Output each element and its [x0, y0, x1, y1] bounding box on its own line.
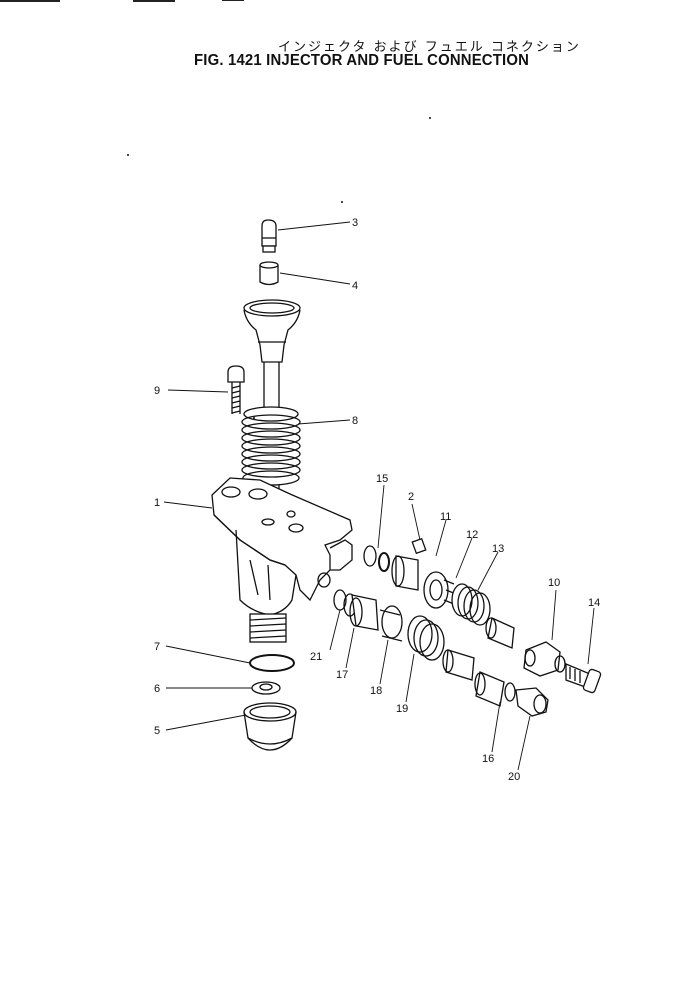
callout-17: 17 — [336, 669, 348, 681]
callout-19: 19 — [396, 703, 408, 715]
callout-18: 18 — [370, 685, 382, 697]
part-4-sleeve — [259, 261, 279, 286]
callout-13: 13 — [492, 543, 504, 555]
lower-fuel-connection-parts — [333, 589, 549, 717]
part-9-bolt — [227, 365, 245, 414]
figure-title: FIG. 1421 INJECTOR AND FUEL CONNECTION — [194, 52, 530, 69]
part-1-injector-body — [211, 477, 353, 643]
callout-9: 9 — [154, 385, 160, 397]
callout-7: 7 — [154, 641, 160, 653]
callout-20: 20 — [508, 771, 520, 783]
callout-11: 11 — [440, 511, 451, 523]
top-border-line — [222, 0, 244, 1]
leader-lines — [163, 221, 595, 771]
part-7-o-ring — [249, 654, 295, 672]
callout-1: 1 — [154, 497, 160, 509]
figure-title-japanese: インジェクタ および フュエル コネクション — [278, 40, 581, 55]
upper-fuel-connection-parts — [363, 537, 602, 694]
callout-5: 5 — [154, 725, 160, 737]
callout-labels: 3 4 8 9 1 7 6 5 15 2 11 12 13 10 14 21 1… — [154, 217, 600, 783]
callout-14: 14 — [588, 597, 600, 609]
callout-8: 8 — [352, 415, 358, 427]
callout-15: 15 — [376, 473, 388, 485]
callout-12: 12 — [466, 529, 478, 541]
callout-3: 3 — [352, 217, 358, 229]
callout-4: 4 — [352, 280, 358, 292]
callout-10: 10 — [548, 577, 560, 589]
top-border-line — [0, 0, 60, 2]
part-5-nozzle-nut — [243, 702, 297, 751]
callout-21: 21 — [310, 651, 322, 663]
plunger-assembly — [243, 299, 301, 410]
part-6-washer — [251, 681, 281, 695]
part-3-cap — [261, 219, 277, 253]
top-border-line — [133, 0, 175, 2]
callout-6: 6 — [154, 683, 160, 695]
callout-16: 16 — [482, 753, 494, 765]
callout-2: 2 — [408, 491, 414, 503]
